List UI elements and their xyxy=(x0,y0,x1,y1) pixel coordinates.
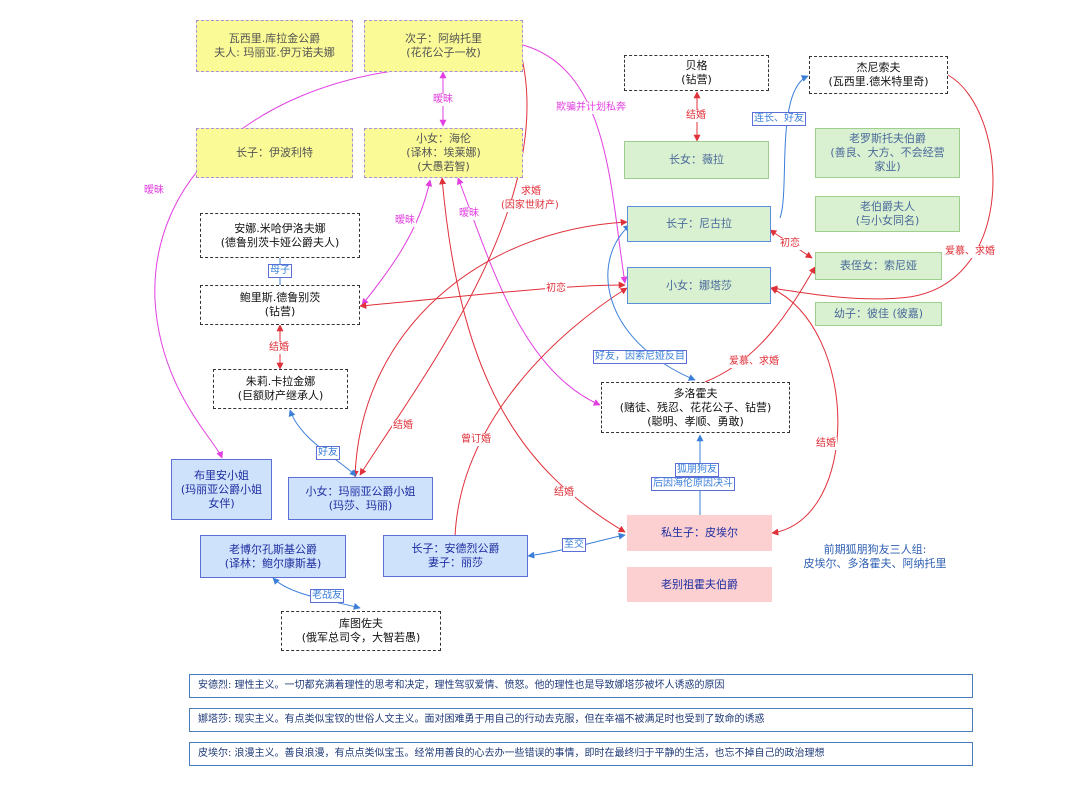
label-aimei-boris: 暧昧 xyxy=(394,215,416,227)
node-old-bolkonsky[interactable]: 老博尔孔斯基公爵(译林：鲍尔康斯基) xyxy=(200,535,346,578)
node-bourienne[interactable]: 布里安小姐(玛丽亚公爵小姐女伴) xyxy=(171,459,272,520)
label-qiuhun-line2: (因家世财产) xyxy=(500,200,560,212)
node-natasha[interactable]: 小女：娜塔莎 xyxy=(627,267,771,304)
edge-anatole-bourienne xyxy=(154,69,401,459)
node-anatole[interactable]: 次子：阿纳托里(花花公子一枚) xyxy=(364,20,523,72)
label-aimei-anatole-helene: 暧昧 xyxy=(432,94,454,106)
node-old-bezukhov[interactable]: 老别祖霍夫伯爵 xyxy=(627,567,772,602)
node-kutuzov[interactable]: 库图佐夫(俄军总司令，大智若愚) xyxy=(281,611,441,651)
node-berg[interactable]: 贝格(钻营) xyxy=(624,55,769,91)
node-nikolai[interactable]: 长子：尼古拉 xyxy=(627,206,771,242)
node-vasily[interactable]: 瓦西里.库拉金公爵夫人: 玛丽亚.伊万诺夫娜 xyxy=(196,20,353,72)
label-aimei-bourienne: 暧昧 xyxy=(143,185,165,197)
edge-anatole-marya xyxy=(359,49,528,476)
node-denisov[interactable]: 杰尼索夫(瓦西里.德米特里奇) xyxy=(809,56,948,94)
note-natasha: 娜塔莎: 现实主义。有点类似宝钗的世俗人文主义。面对困难勇于用自己的行动去克服，… xyxy=(189,708,973,732)
label-jiehun-boris: 结婚 xyxy=(268,342,290,354)
node-sonya[interactable]: 表侄女：索尼娅 xyxy=(815,252,942,280)
edge-nikolai-denisov xyxy=(779,75,809,219)
edge-natasha-pierre xyxy=(770,287,839,536)
node-anna[interactable]: 安娜.米哈伊洛夫娜(德鲁别茨卡娅公爵夫人) xyxy=(200,213,360,258)
label-jiehun-natasha: 结婚 xyxy=(815,438,837,450)
node-vera[interactable]: 长女：薇拉 xyxy=(624,141,769,179)
label-laozhanyou: 老战友 xyxy=(310,589,344,603)
label-jiehun-nikolai: 结婚 xyxy=(392,420,414,432)
edge-nikolai-marya xyxy=(351,218,628,478)
node-old-countess[interactable]: 老伯爵夫人(与小女同名) xyxy=(815,196,960,232)
label-muzi: 母子 xyxy=(268,264,292,278)
note-andrei: 安德烈: 理性主义。一切都充满着理性的思考和决定，理性驾驭爱情、愤怒。他的理性也… xyxy=(189,674,973,698)
node-andrei[interactable]: 长子：安德烈公爵妻子：丽莎 xyxy=(383,535,528,577)
node-julie[interactable]: 朱莉.卡拉金娜(巨额财产继承人) xyxy=(213,369,348,409)
label-chulian-nikolai: 初恋 xyxy=(779,238,801,250)
node-boris[interactable]: 鲍里斯.德鲁别茨(钻营) xyxy=(200,285,360,325)
edge-denisov-natasha xyxy=(770,74,994,300)
edge-helene-boris xyxy=(361,179,433,306)
label-huyou-1: 狐朋狗友 xyxy=(675,463,719,477)
edge-julie-marya xyxy=(288,409,357,477)
edge-anatole-natasha xyxy=(522,44,628,284)
node-petya[interactable]: 幼子：彼佳 (彼嘉) xyxy=(815,302,942,326)
label-haoyou-julie: 好友 xyxy=(316,446,340,460)
label-aimu-denisov: 爱慕、求婚 xyxy=(944,246,996,258)
label-qipian: 欺骗并计划私奔 xyxy=(555,102,627,114)
node-marya[interactable]: 小女：玛丽亚公爵小姐(玛莎、玛丽) xyxy=(288,477,433,520)
label-haoyou-sonya: 好友，因索尼娅反目 xyxy=(593,350,687,364)
label-chulian-boris: 初恋 xyxy=(545,283,567,295)
node-dolokhov[interactable]: 多洛霍夫(赌徒、残忍、花花公子、钻营)(聪明、孝顺、勇敢) xyxy=(601,382,790,433)
label-huyou-2: 后因海伦原因决斗 xyxy=(651,477,735,491)
label-zhijiao: 至交 xyxy=(562,538,586,552)
label-jiehun-berg: 结婚 xyxy=(685,110,707,122)
label-dinghun: 曾订婚 xyxy=(460,434,492,446)
label-aimei-dolokhov: 暧昧 xyxy=(458,208,480,220)
node-old-rostov[interactable]: 老罗斯托夫伯爵(善良、大方、不会经营家业) xyxy=(815,128,960,178)
note-pierre: 皮埃尔: 浪漫主义。善良浪漫，有点点类似宝玉。经常用善良的心去办一些错误的事情，… xyxy=(189,742,973,766)
label-lianzhang: 连长、好友 xyxy=(752,112,806,126)
edge-boris-natasha xyxy=(359,281,626,309)
edge-andrei-natasha xyxy=(454,287,628,538)
label-jiehun-helene: 结婚 xyxy=(553,487,575,499)
label-aimu-dolokhov: 爱慕、求婚 xyxy=(728,356,780,368)
label-qiuhun-line1: 求婚 xyxy=(520,186,542,198)
node-helene[interactable]: 小女：海伦(译林：埃莱娜)(大愚若智) xyxy=(364,128,523,178)
trio-note: 前期狐朋狗友三人组:皮埃尔、多洛霍夫、阿纳托里 xyxy=(803,543,947,570)
node-pierre[interactable]: 私生子：皮埃尔 xyxy=(627,515,772,551)
node-ippolit[interactable]: 长子：伊波利特 xyxy=(196,128,353,178)
